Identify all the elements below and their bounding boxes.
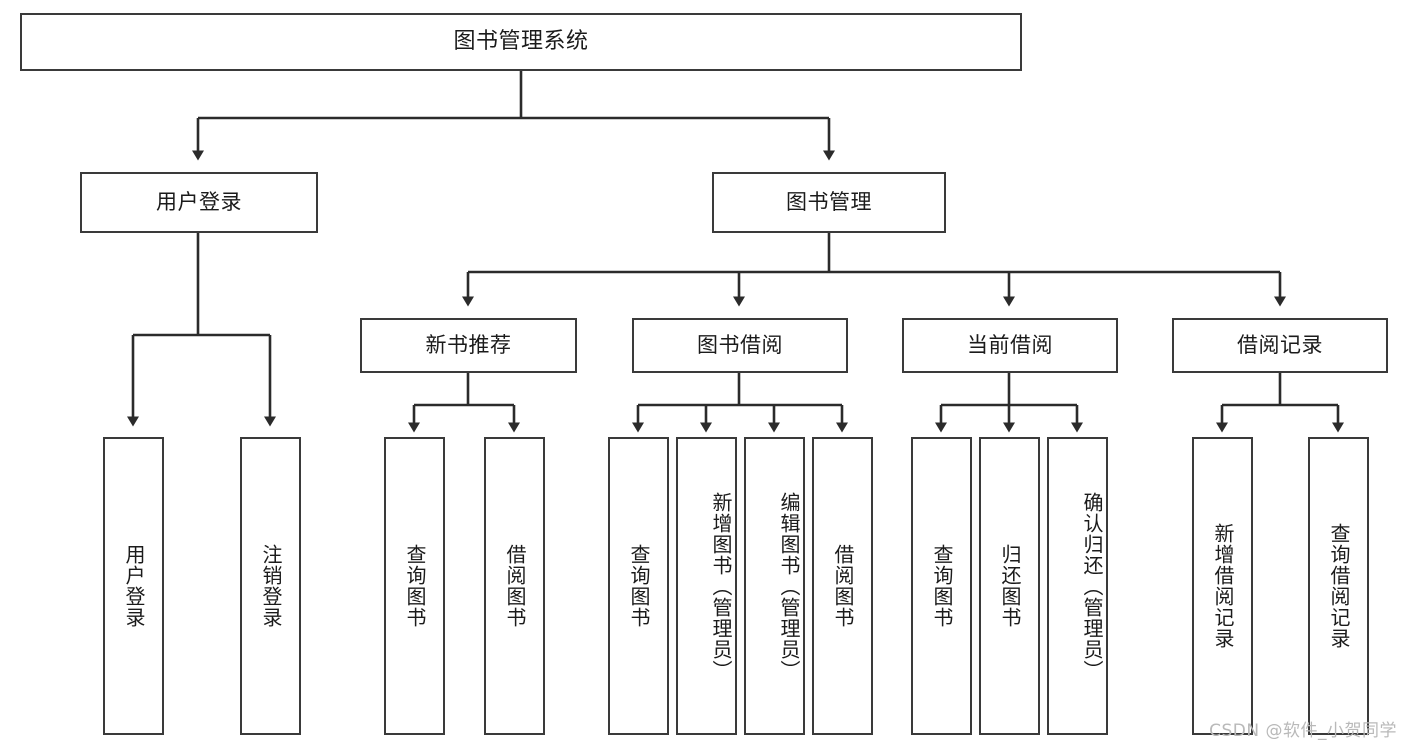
leaf-add-borrow-record[interactable]: 新增借阅记录 bbox=[1192, 437, 1253, 735]
node-borrow-record[interactable]: 借阅记录 bbox=[1172, 318, 1388, 373]
leaf-query-book-newbook[interactable]: 查询图书 bbox=[384, 437, 445, 735]
leaf-borrow-book-borrow[interactable]: 借阅图书 bbox=[812, 437, 873, 735]
leaf-query-book-current[interactable]: 查询图书 bbox=[911, 437, 972, 735]
leaf-logout-login[interactable]: 注销登录 bbox=[240, 437, 301, 735]
node-root-system[interactable]: 图书管理系统 bbox=[20, 13, 1022, 71]
leaf-confirm-return-admin[interactable]: 确认归还（管理员） bbox=[1047, 437, 1108, 735]
leaf-query-book-borrow[interactable]: 查询图书 bbox=[608, 437, 669, 735]
leaf-query-borrow-record[interactable]: 查询借阅记录 bbox=[1308, 437, 1369, 735]
watermark-credit: CSDN @软件_小贺同学 bbox=[1209, 721, 1397, 741]
node-current-borrow[interactable]: 当前借阅 bbox=[902, 318, 1118, 373]
node-book-borrow[interactable]: 图书借阅 bbox=[632, 318, 848, 373]
node-book-manage[interactable]: 图书管理 bbox=[712, 172, 946, 233]
node-user-login[interactable]: 用户登录 bbox=[80, 172, 318, 233]
node-new-book-recommend[interactable]: 新书推荐 bbox=[360, 318, 577, 373]
leaf-user-login[interactable]: 用户登录 bbox=[103, 437, 164, 735]
leaf-edit-book-admin[interactable]: 编辑图书（管理员） bbox=[744, 437, 805, 735]
leaf-add-book-admin[interactable]: 新增图书（管理员） bbox=[676, 437, 737, 735]
leaf-borrow-book-newbook[interactable]: 借阅图书 bbox=[484, 437, 545, 735]
leaf-return-book[interactable]: 归还图书 bbox=[979, 437, 1040, 735]
